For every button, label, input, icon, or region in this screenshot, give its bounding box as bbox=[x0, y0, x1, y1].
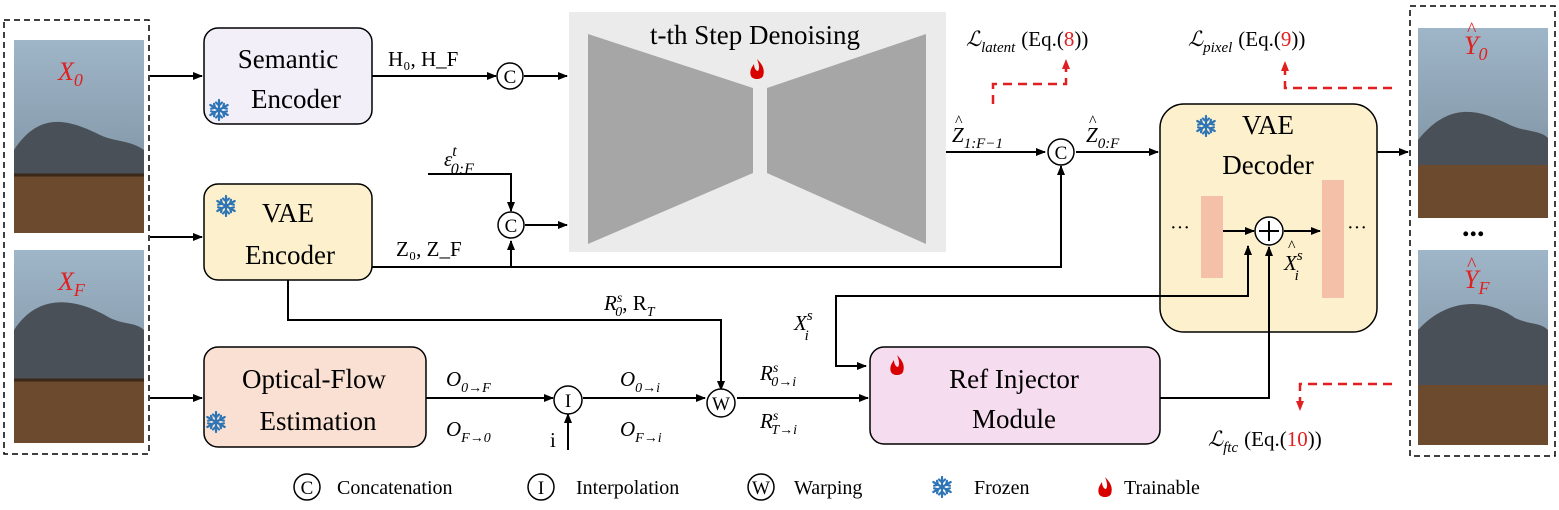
vae-encoder-block: VAE Encoder bbox=[203, 183, 373, 281]
ref-injector-line2: Module bbox=[972, 404, 1056, 434]
denoiser-block: t-th Step Denoising bbox=[569, 12, 946, 252]
svg-text:^: ^ bbox=[1288, 238, 1296, 255]
input-start-label: X0 bbox=[57, 57, 83, 90]
ref-injector-block: Ref Injector Module bbox=[869, 346, 1161, 445]
svg-text:Trainable: Trainable bbox=[1124, 477, 1200, 499]
ftc-loss-label: ℒftc(Eq.(10)) bbox=[1208, 427, 1322, 456]
svg-text:Warping: Warping bbox=[794, 477, 862, 499]
legend-frozen: Frozen bbox=[932, 475, 1030, 499]
latent-partial-label: Z1:F−1 bbox=[952, 123, 1003, 152]
legend-warping: W Warping bbox=[747, 473, 862, 501]
add-node bbox=[1254, 216, 1284, 246]
svg-text:C: C bbox=[504, 67, 517, 88]
connections bbox=[150, 72, 1409, 450]
latent-loss: ℒlatent(Eq.(8)) bbox=[966, 27, 1088, 104]
input-frame-end: XF bbox=[14, 250, 144, 443]
flow-Fi-label: OF→i bbox=[620, 417, 662, 446]
latent-full-label: Z0:F bbox=[1086, 123, 1120, 152]
flow-0i-label: O0→i bbox=[620, 367, 660, 396]
input-frames-panel bbox=[3, 19, 150, 455]
vae-output-label: Z₀, Z_F bbox=[396, 237, 462, 261]
svg-text:I: I bbox=[538, 478, 544, 499]
svg-text:^: ^ bbox=[1467, 19, 1477, 41]
decoder-feature-bar-right bbox=[1322, 180, 1344, 298]
output-end-label: YF bbox=[1464, 265, 1490, 298]
legend-concatenation: C Concatenation bbox=[293, 473, 453, 501]
svg-text:W: W bbox=[752, 478, 770, 499]
optical-flow-line1: Optical-Flow bbox=[242, 364, 386, 394]
semantic-encoder-line2: Encoder bbox=[251, 84, 341, 114]
optical-flow-block: Optical-Flow Estimation bbox=[203, 346, 427, 448]
flow-0F-label: O0→F bbox=[446, 367, 491, 396]
vae-encoder-line2: Encoder bbox=[245, 240, 335, 270]
pixel-loss-label: ℒpixel(Eq.(9)) bbox=[1188, 27, 1305, 56]
semantic-encoder-block: Semantic Encoder bbox=[203, 27, 373, 125]
svg-text:Frozen: Frozen bbox=[974, 477, 1030, 499]
svg-text:W: W bbox=[712, 394, 730, 415]
semantic-output-label: H₀, H_F bbox=[388, 47, 458, 71]
vae-decoder-line2: Decoder bbox=[1222, 150, 1313, 180]
svg-text:C: C bbox=[1055, 143, 1068, 164]
svg-text:I: I bbox=[565, 391, 571, 412]
pixel-loss: ℒpixel(Eq.(9)) bbox=[1188, 27, 1392, 90]
concat-node-noise: C bbox=[497, 211, 525, 239]
decoder-dots-left: ··· bbox=[1170, 217, 1190, 239]
concat-node-latent: C bbox=[1047, 138, 1075, 166]
svg-text:C: C bbox=[301, 478, 314, 499]
denoiser-title: t-th Step Denoising bbox=[650, 20, 860, 50]
ref-injector-line1: Ref Injector bbox=[949, 364, 1079, 394]
snowflake-icon bbox=[932, 475, 952, 499]
svg-text:^: ^ bbox=[1089, 113, 1097, 130]
svg-text:^: ^ bbox=[955, 113, 963, 130]
vae-encoder-line1: VAE bbox=[262, 198, 314, 228]
vae-decoder-line1: VAE bbox=[1242, 110, 1294, 140]
svg-text:^: ^ bbox=[1467, 254, 1477, 276]
flow-F0-label: OF→0 bbox=[446, 417, 491, 446]
decoder-feature-bar-left bbox=[1201, 196, 1223, 278]
svg-text:C: C bbox=[505, 216, 518, 237]
output-frames-panel bbox=[1409, 5, 1556, 457]
latent-loss-label: ℒlatent(Eq.(8)) bbox=[966, 27, 1088, 56]
svg-text:Interpolation: Interpolation bbox=[576, 477, 679, 499]
concat-node-semantic: C bbox=[496, 62, 524, 90]
legend-trainable: Trainable bbox=[1098, 477, 1200, 499]
warping-node: W bbox=[706, 388, 736, 418]
ftc-loss: ℒftc(Eq.(10)) bbox=[1208, 382, 1392, 456]
svg-text:Concatenation: Concatenation bbox=[337, 477, 453, 499]
interp-index-label: i bbox=[550, 428, 556, 452]
legend-interpolation: I Interpolation bbox=[527, 473, 679, 501]
input-frame-start: X0 bbox=[14, 40, 144, 233]
output-start-label: Y0 bbox=[1464, 31, 1487, 64]
decoder-dots-right: ··· bbox=[1347, 217, 1367, 239]
input-end-label: XF bbox=[57, 267, 86, 300]
output-ellipsis: ... bbox=[1462, 210, 1485, 243]
legend: C Concatenation I Interpolation W Warpin… bbox=[293, 473, 1200, 501]
optical-flow-line2: Estimation bbox=[260, 406, 377, 436]
flame-icon bbox=[1098, 477, 1112, 497]
interpolation-node: I bbox=[553, 385, 583, 415]
output-frame-start: Y0 ^ bbox=[1418, 19, 1548, 218]
semantic-encoder-line1: Semantic bbox=[238, 44, 338, 74]
output-frame-end: YF ^ bbox=[1418, 250, 1548, 445]
